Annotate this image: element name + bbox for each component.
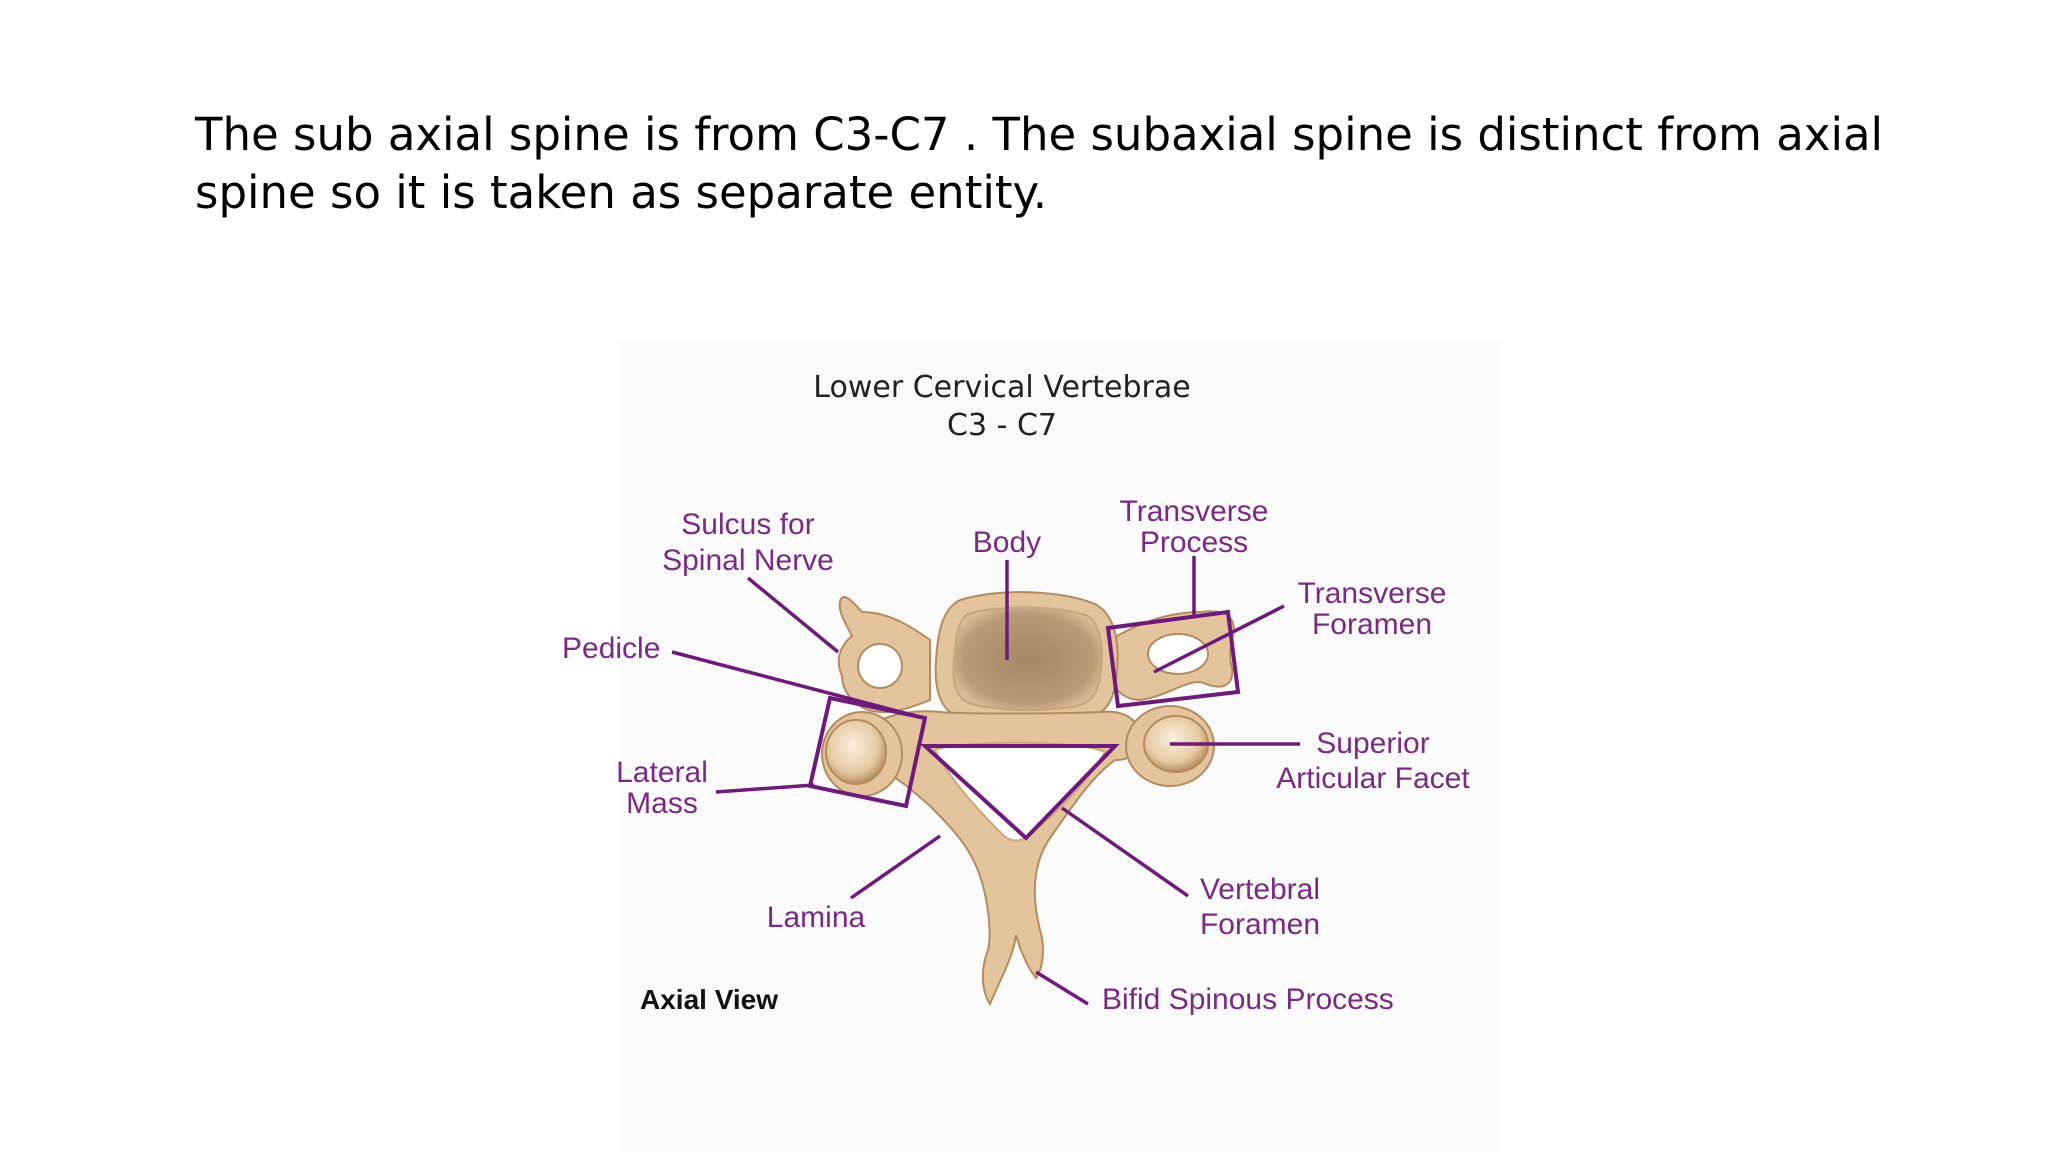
label-pedicle: Pedicle: [562, 632, 660, 665]
vertebral-foramen-outline: [919, 744, 1120, 841]
label-sulcus-line2: Spinal Nerve: [662, 544, 834, 577]
vertebral-foramen-space: [933, 741, 1107, 842]
label-transverse-foramen-line2: Foramen: [1312, 608, 1432, 641]
figure-title: Lower Cervical Vertebrae: [813, 370, 1191, 405]
pedicle-leader: [671, 650, 917, 718]
label-sulcus-line1: Sulcus for: [681, 508, 814, 541]
label-lateral-mass-line2: Mass: [626, 787, 698, 820]
vertebral-body-center: [952, 606, 1103, 712]
transverse-foramen-leader: [1153, 604, 1285, 674]
slide-text-line-2: spine so it is taken as separate entity.: [195, 166, 1048, 219]
label-vertebral-foramen-line1: Vertebral: [1200, 873, 1320, 906]
vertebral-foramen-leader: [1060, 806, 1190, 898]
left-transverse-foramen-hole: [857, 643, 903, 689]
label-bifid-spinous-process: Bifid Spinous Process: [1102, 983, 1394, 1016]
slide-text: The sub axial spine is from C3-C7 . The …: [195, 106, 1895, 222]
bifid-spinous-leader: [1035, 970, 1089, 1006]
label-transverse-process-line2: Process: [1140, 526, 1248, 559]
label-superior-facet-line2: Articular Facet: [1276, 762, 1470, 795]
lateral-mass-leader: [715, 783, 815, 794]
label-superior-facet-line1: Superior: [1316, 727, 1429, 760]
lamina-leader: [849, 834, 942, 900]
label-lamina: Lamina: [767, 901, 866, 934]
bone-details: [825, 606, 1209, 842]
left-articular-facet: [825, 719, 887, 785]
sulcus-leader: [746, 576, 840, 654]
label-lateral-mass-line1: Lateral: [616, 756, 708, 789]
right-transverse-foramen-hole: [1147, 633, 1209, 675]
figure-subtitle: C3 - C7: [947, 408, 1057, 443]
label-transverse-foramen-line1: Transverse: [1298, 577, 1447, 610]
label-transverse-process-line1: Transverse: [1120, 495, 1269, 528]
label-vertebral-foramen-line2: Foramen: [1200, 908, 1320, 941]
slide-text-line-1: The sub axial spine is from C3-C7 . The …: [195, 108, 1884, 161]
transverse-process-box: [1105, 609, 1241, 709]
label-axial-view: Axial View: [640, 984, 778, 1015]
label-body: Body: [973, 526, 1041, 559]
